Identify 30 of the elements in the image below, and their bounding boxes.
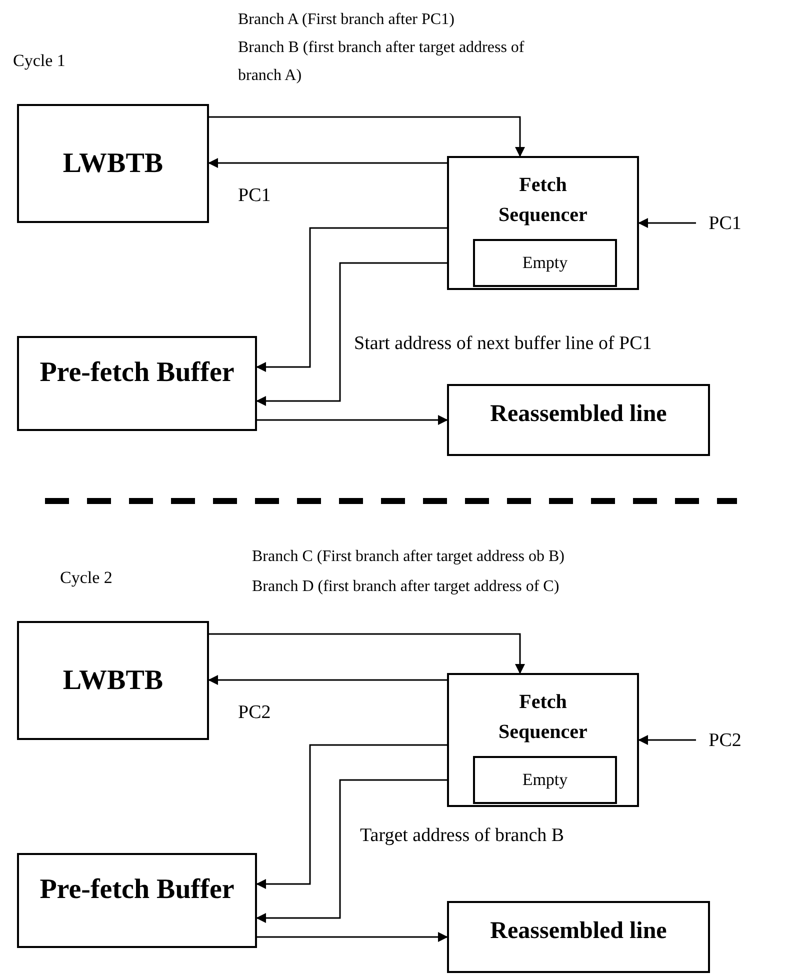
arrow [256, 262, 447, 406]
prefetch-buffer-box: Pre-fetch Buffer [17, 853, 257, 948]
input-label: PC2 [690, 725, 760, 757]
branch-note: Branch D (first branch after target address of C) [252, 577, 560, 597]
fetch-sequencer-box: Fetch Sequencer Empty [447, 156, 639, 290]
arrow [638, 735, 696, 745]
arrow [208, 158, 447, 168]
cycle-label: Cycle 2 [60, 567, 112, 589]
empty-slot-box: Empty [473, 239, 617, 287]
lwbtb-box: LWBTB [17, 104, 209, 223]
arrow [257, 415, 448, 425]
branch-note: Branch B (first branch after target address of branch A) [238, 38, 526, 86]
arrow [209, 633, 525, 674]
arrow [256, 779, 447, 923]
arrow [638, 218, 696, 228]
prefetch-buffer-box: Pre-fetch Buffer [17, 336, 257, 431]
arrow [209, 116, 525, 157]
input-label: PC1 [690, 208, 760, 240]
empty-slot-box: Empty [473, 756, 617, 804]
arrow [257, 932, 448, 942]
cycle-label: Cycle 1 [13, 50, 66, 72]
address-note: Target address of branch B [360, 824, 564, 848]
arrow [256, 227, 447, 372]
branch-note: Branch A (First branch after PC1) [238, 10, 454, 30]
branch-note: Branch C (First branch after target address ob B) [252, 547, 564, 567]
lwbtb-box: LWBTB [17, 621, 209, 740]
arrow [208, 675, 447, 685]
fetch-sequencer-box: Fetch Sequencer Empty [447, 673, 639, 807]
arrow [256, 744, 447, 889]
address-note: Start address of next buffer line of PC1 [354, 332, 652, 356]
